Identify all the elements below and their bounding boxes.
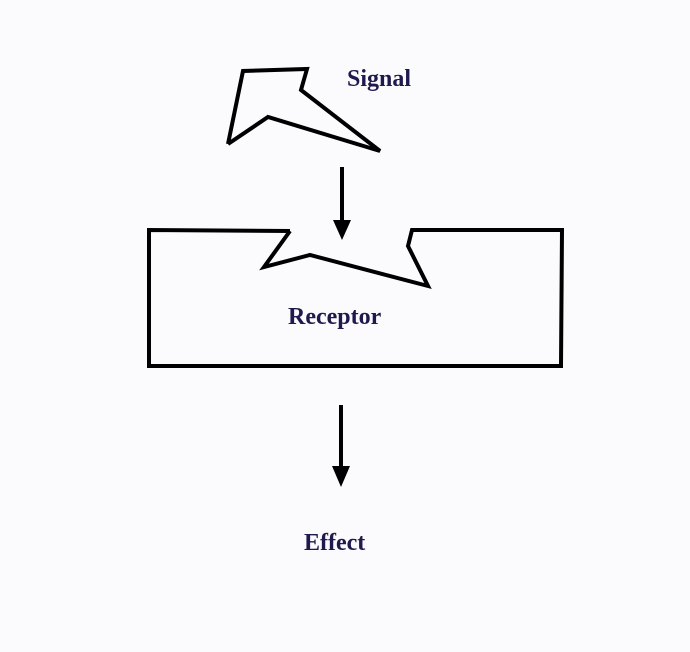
effect-label: Effect <box>304 530 366 556</box>
receptor-shape <box>147 227 565 368</box>
signal-to-receptor-arrow <box>333 167 351 240</box>
receptor-label: Receptor <box>288 304 382 330</box>
signal-molecule-shape <box>226 66 382 153</box>
receptor-to-effect-arrow <box>332 405 350 487</box>
signal-label: Signal <box>347 66 412 92</box>
